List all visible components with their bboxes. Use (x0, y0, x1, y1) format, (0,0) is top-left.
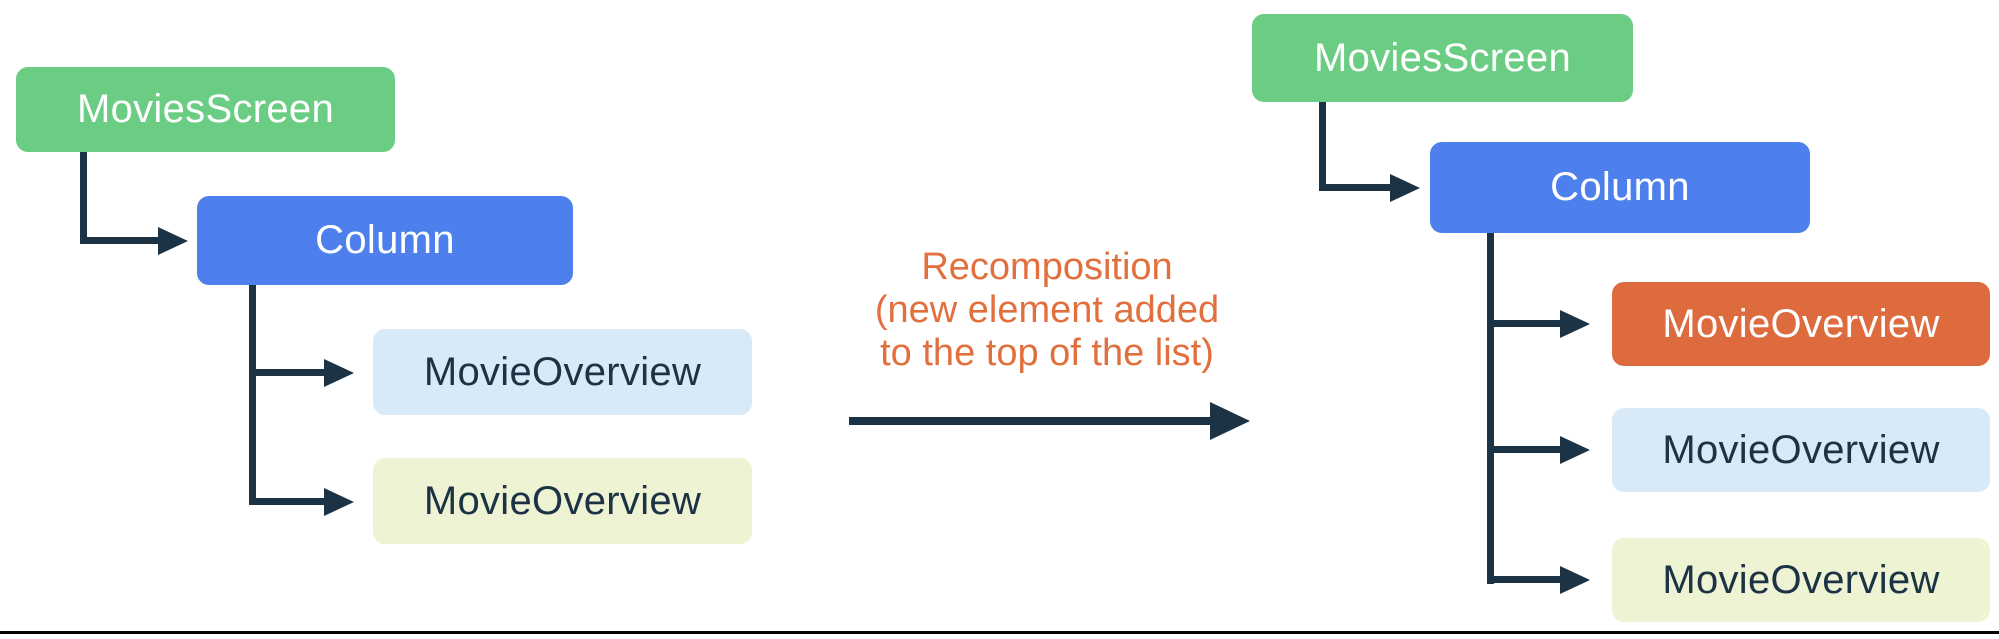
edge-moviesscreen-column-vertical (80, 152, 87, 244)
node-column: Column (197, 196, 573, 285)
edge-column-children-trunk (1487, 233, 1494, 584)
arrowhead-icon (324, 359, 354, 387)
node-column: Column (1430, 142, 1810, 233)
edge-column-movieoverview-2 (1487, 576, 1560, 583)
edge-column-movieoverview-1 (249, 369, 324, 376)
edge-moviesscreen-column-horizontal (1319, 184, 1390, 191)
node-movieoverview-2: MovieOverview (1612, 538, 1990, 622)
transition-label: Recomposition (new element added to the … (797, 246, 1297, 375)
transition-label-line: to the top of the list) (880, 332, 1214, 374)
arrowhead-icon (1560, 436, 1590, 464)
edge-column-children-trunk (249, 285, 256, 505)
transition-label-line: (new element added (874, 289, 1220, 331)
node-moviesscreen: MoviesScreen (1252, 14, 1633, 102)
node-movieoverview-new: MovieOverview (1612, 282, 1990, 366)
edge-moviesscreen-column-vertical (1319, 102, 1326, 191)
edge-column-movieoverview-2 (249, 498, 324, 505)
bottom-rule (0, 631, 1999, 634)
edge-moviesscreen-column-horizontal (80, 237, 158, 244)
edge-column-movieoverview-new (1487, 320, 1560, 327)
arrowhead-icon (158, 227, 188, 255)
arrowhead-icon (1560, 310, 1590, 338)
arrowhead-icon (1560, 566, 1590, 594)
arrowhead-icon (324, 488, 354, 516)
arrowhead-icon (1390, 174, 1420, 202)
node-movieoverview-1: MovieOverview (1612, 408, 1990, 492)
node-movieoverview-2: MovieOverview (373, 458, 752, 544)
recomposition-arrow-shaft (849, 417, 1210, 425)
transition-label-line: Recomposition (921, 246, 1173, 288)
recomposition-arrowhead-icon (1210, 402, 1250, 440)
edge-column-movieoverview-1 (1487, 446, 1560, 453)
node-movieoverview-1: MovieOverview (373, 329, 752, 415)
node-moviesscreen: MoviesScreen (16, 67, 395, 152)
